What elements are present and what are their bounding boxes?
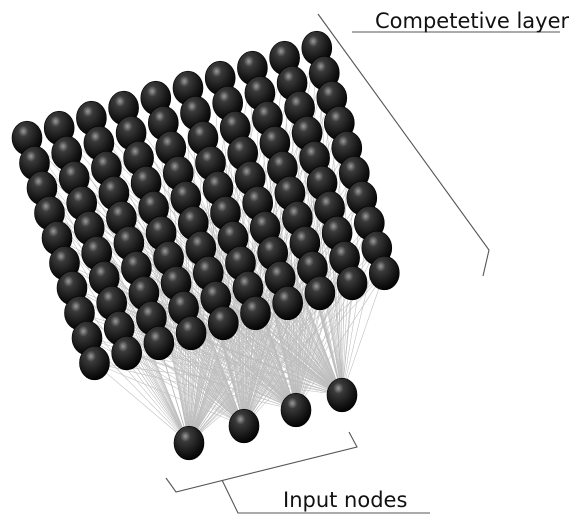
connection-line: [223, 322, 343, 396]
connection-line: [215, 297, 343, 396]
connection-line: [158, 342, 190, 444]
connection-line: [243, 67, 253, 427]
connection-line: [94, 362, 343, 396]
connection-line: [295, 107, 300, 411]
connection-line: [88, 227, 245, 427]
competitive-layer-label: Competetive layer: [375, 9, 569, 33]
connection-line: [200, 247, 343, 396]
competitive-node: [143, 325, 175, 361]
connection-line: [94, 362, 297, 411]
competitive-node: [175, 315, 207, 351]
connection-line: [188, 282, 353, 444]
connection-line: [255, 312, 297, 411]
input-nodes-bracket: [165, 431, 430, 514]
input-node: [326, 377, 358, 413]
connection-line: [158, 342, 245, 427]
connection-line: [94, 362, 245, 427]
competitive-node: [240, 295, 271, 331]
competitive-node: [272, 285, 304, 321]
input-node: [280, 392, 312, 428]
connection-line: [287, 302, 343, 396]
connection-line: [188, 162, 211, 444]
connection-line: [341, 272, 385, 396]
competitive-layer-bracket: [317, 13, 560, 277]
input-node: [228, 408, 260, 444]
competitive-node: [336, 265, 368, 301]
connection-line: [94, 362, 190, 444]
connection-line: [151, 317, 297, 411]
connection-line: [319, 292, 343, 396]
connection-line: [119, 327, 245, 427]
connection-line: [243, 292, 321, 427]
connection-line: [158, 342, 297, 411]
connection-line: [58, 127, 245, 427]
competitive-layer-grid: [11, 30, 400, 381]
competitive-node: [368, 255, 400, 291]
connection-line: [126, 352, 343, 396]
connection-line: [208, 272, 343, 396]
connection-line: [255, 312, 343, 396]
competitive-node: [79, 345, 110, 381]
connection-line: [126, 352, 190, 444]
connection-line: [187, 87, 190, 444]
connection-line: [158, 342, 343, 396]
connection-line: [188, 212, 226, 444]
competitive-node: [111, 335, 142, 371]
connection-line: [104, 277, 245, 427]
connection-line: [190, 332, 245, 427]
connection-line: [190, 332, 297, 411]
connection-line: [126, 352, 245, 427]
connection-line: [223, 322, 297, 411]
competitive-node: [208, 305, 239, 341]
connection-line: [185, 197, 343, 396]
connection-line: [155, 97, 343, 396]
input-nodes-group: [173, 377, 358, 461]
connection-line: [190, 332, 343, 396]
input-node: [173, 425, 205, 461]
input-nodes-label: Input nodes: [283, 488, 407, 512]
connection-line: [126, 352, 297, 411]
connection-line: [295, 282, 353, 411]
competitive-node: [304, 275, 336, 311]
